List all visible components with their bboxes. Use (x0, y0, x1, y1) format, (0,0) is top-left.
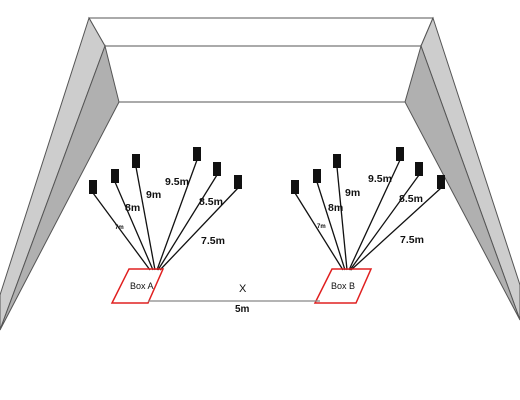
wall-top (88, 17, 434, 47)
line-a-7m (92, 192, 151, 271)
speaker-icon (415, 162, 423, 176)
speaker-icon (213, 162, 221, 176)
line-b-95m (348, 159, 401, 271)
speaker-icon (333, 154, 341, 168)
distance-label: 8m (328, 202, 343, 214)
line-a-95m (156, 159, 198, 271)
speaker-group-a: Box A 7m 8m 9m 9.5m 8.5m 7.5m (89, 147, 242, 304)
speaker-icon (396, 147, 404, 161)
distance-label: 9m (345, 187, 360, 199)
line-a-75m (159, 187, 239, 271)
room-walls (0, 16, 520, 331)
line-a-9m (135, 166, 156, 271)
line-a-8m (114, 181, 154, 271)
speaker-icon (234, 175, 242, 189)
distance-label: 9m (146, 189, 161, 201)
sight-lines-a (92, 159, 239, 271)
distance-label: 8m (125, 202, 140, 214)
distance-label: 8.5m (199, 196, 223, 208)
line-b-7m (294, 192, 344, 271)
speaker-icon (291, 180, 299, 194)
speakers-b (291, 147, 445, 194)
wall-left (0, 16, 106, 331)
wall-left-inner (0, 44, 120, 331)
speaker-icon (89, 180, 97, 194)
speaker-icon (437, 175, 445, 189)
speakers-a (89, 147, 242, 194)
span-distance-label: 5m (235, 304, 250, 315)
speaker-group-b: Box B 7m 8m 9m 9.5m 8.5m 7.5m (291, 147, 445, 304)
wall-right-inner (404, 44, 520, 321)
speaker-icon (313, 169, 321, 183)
wall-right (420, 16, 520, 321)
sight-lines-b (294, 159, 442, 271)
distance-label: 8.5m (399, 193, 423, 205)
speaker-icon (111, 169, 119, 183)
line-b-85m (349, 174, 420, 271)
line-a-85m (157, 174, 218, 271)
distance-label: 9.5m (165, 176, 189, 188)
box-b-label: Box B (331, 281, 355, 291)
speaker-icon (132, 154, 140, 168)
box-a-label: Box A (130, 281, 154, 291)
speaker-icon (193, 147, 201, 161)
box-b (313, 268, 373, 304)
line-b-8m (316, 181, 346, 271)
distance-label: 7m (317, 224, 326, 230)
line-b-75m (350, 187, 442, 271)
box-a (110, 268, 165, 304)
distance-label: 7m (115, 225, 124, 231)
unknown-x-label: X (239, 283, 247, 295)
line-b-9m (336, 166, 348, 271)
distance-label: 7.5m (201, 235, 225, 247)
distance-label: 9.5m (368, 173, 392, 185)
distance-label: 7.5m (400, 234, 424, 246)
